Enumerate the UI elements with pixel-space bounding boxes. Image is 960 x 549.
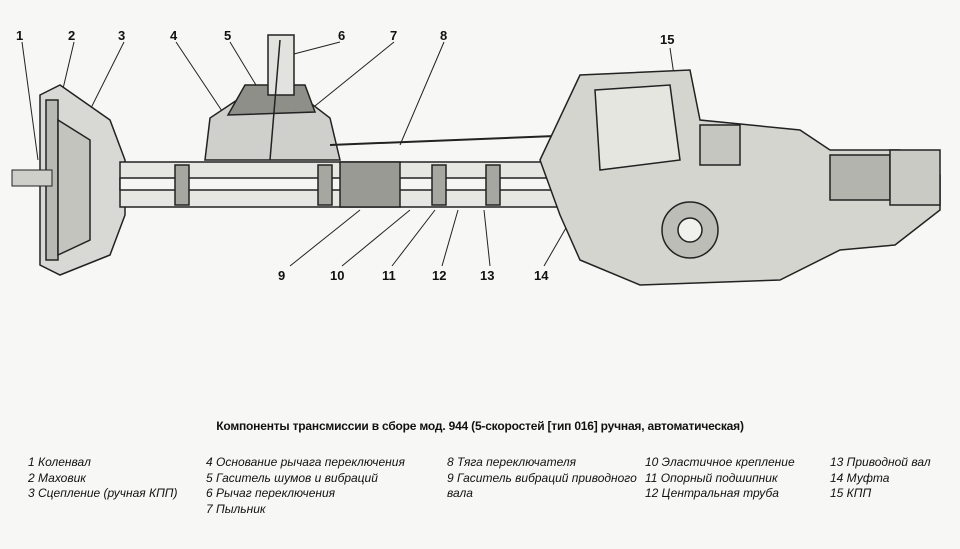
callout-numbers: 1 2 3 4 5 6 7 8 9 10 11 12 13 14 15 bbox=[16, 28, 674, 283]
central-tube bbox=[119, 161, 616, 208]
legend-item: 9 Гаситель вибраций приводного bbox=[447, 470, 637, 485]
legend-item: 7 Пыльник bbox=[206, 501, 266, 516]
legend-item: 15 КПП bbox=[830, 486, 872, 500]
legend-item: 6 Рычаг переключения bbox=[206, 486, 336, 500]
legend-item: 10 Эластичное крепление bbox=[645, 455, 795, 469]
callout-7: 7 bbox=[390, 28, 397, 43]
legend-item: 8 Тяга переключателя bbox=[447, 455, 577, 469]
callout-3: 3 bbox=[118, 28, 125, 43]
gearbox bbox=[539, 69, 941, 286]
callout-8: 8 bbox=[440, 28, 447, 43]
leader-lines bbox=[21, 41, 689, 267]
legend-column-1: 1 Коленвал 2 Маховик 3 Сцепление (ручная… bbox=[28, 455, 178, 502]
callout-4: 4 bbox=[170, 28, 178, 43]
callout-15: 15 bbox=[660, 32, 674, 47]
callout-2: 2 bbox=[68, 28, 75, 43]
legend-item: 2 Маховик bbox=[28, 470, 86, 485]
legend-column-3: 8 Тяга переключателя 9 Гаситель вибраций… bbox=[447, 455, 637, 502]
legend-column-2: 4 Основание рычага переключения 5 Гасите… bbox=[206, 455, 405, 517]
legend-item: 14 Муфта bbox=[830, 470, 890, 485]
legend-item: 3 Сцепление (ручная КПП) bbox=[28, 486, 178, 500]
legend-item: 12 Центральная труба bbox=[645, 486, 779, 500]
legend-item: 13 Приводной вал bbox=[830, 455, 931, 469]
shift-lever-assembly bbox=[204, 34, 581, 161]
diagram-title: Компоненты трансмиссии в сборе мод. 944 … bbox=[216, 419, 744, 433]
callout-11: 11 bbox=[382, 268, 396, 283]
legend-item: 5 Гаситель шумов и вибраций bbox=[206, 470, 378, 485]
legend-item: 1 Коленвал bbox=[28, 455, 91, 469]
callout-5: 5 bbox=[224, 28, 231, 43]
callout-14: 14 bbox=[534, 268, 549, 283]
transmission-diagram: 1 2 3 4 5 6 7 8 9 10 11 12 13 14 15 bbox=[11, 28, 941, 286]
legend-item: вала bbox=[447, 486, 473, 500]
clutch-housing bbox=[39, 84, 126, 276]
callout-9: 9 bbox=[278, 268, 285, 283]
callout-12: 12 bbox=[432, 268, 446, 283]
callout-6: 6 bbox=[338, 28, 345, 43]
legend-column-4: 10 Эластичное крепление 11 Опорный подши… bbox=[645, 455, 795, 502]
legend-item: 11 Опорный подшипник bbox=[645, 470, 778, 485]
legend-item: 4 Основание рычага переключения bbox=[206, 455, 405, 469]
callout-13: 13 bbox=[480, 268, 494, 283]
callout-10: 10 bbox=[330, 268, 344, 283]
callout-1: 1 bbox=[16, 28, 23, 43]
legend-column-5: 13 Приводной вал 14 Муфта 15 КПП bbox=[830, 455, 931, 502]
crankshaft bbox=[11, 169, 53, 187]
